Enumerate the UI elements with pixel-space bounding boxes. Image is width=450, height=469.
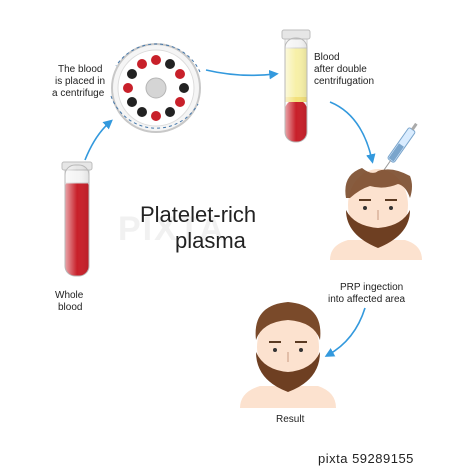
double-centrifugation-label-line3: centrifugation (314, 76, 375, 87)
whole-blood-tube-icon (61, 161, 93, 277)
centrifuge-label-line3: a centrifuge (52, 88, 105, 99)
arrow-icon-1 (84, 119, 113, 161)
centrifuge-icon (110, 43, 201, 133)
centrifuge-label-line1: The blood (58, 64, 103, 75)
diagram-title-line1: Platelet-rich (140, 202, 257, 227)
image-source-id: pixta 59289155 (318, 451, 414, 466)
watermark: PIXTA (118, 210, 226, 248)
arrow-icon-3 (329, 101, 376, 164)
footer-bar: pixta 59289155 (0, 446, 450, 469)
result-label: Result (276, 414, 305, 425)
whole-blood-label-line2: blood (58, 302, 83, 313)
injection-label-line2: into affected area (328, 294, 406, 305)
injection-label-line1: PRP ingection (340, 282, 404, 293)
man-face-result-icon (240, 302, 336, 408)
arrow-icon-4 (324, 307, 366, 357)
diagram-title-line2: plasma (175, 228, 246, 253)
syringe-icon (380, 122, 418, 175)
separated-blood-tube-icon (281, 29, 311, 143)
centrifuge-label-line2: is placed in (55, 76, 106, 87)
double-centrifugation-label-line2: after double (314, 64, 367, 75)
double-centrifugation-label-line1: Blood (314, 52, 340, 63)
arrow-icon-2 (205, 69, 279, 80)
man-face-injection-icon (330, 168, 422, 260)
whole-blood-label-line1: Whole (55, 290, 84, 301)
